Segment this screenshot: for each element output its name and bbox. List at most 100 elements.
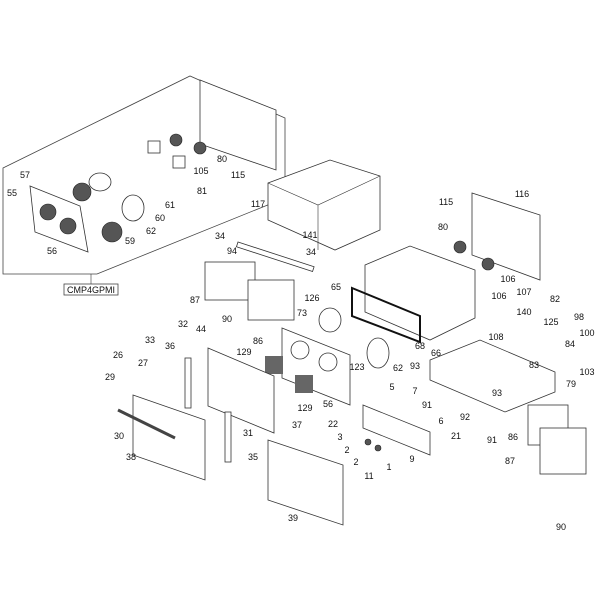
kit-code-box	[63, 283, 119, 296]
callout-label: 125	[543, 317, 558, 327]
rear-panel-115	[471, 192, 541, 281]
callout-label: 86	[253, 336, 263, 346]
callout-label: 80	[438, 222, 448, 232]
fan-panel-56	[29, 185, 89, 253]
grill-129	[265, 356, 283, 374]
callout-label: 92	[460, 412, 470, 422]
shelf-racks-left	[204, 261, 295, 321]
callout-label: 22	[328, 419, 338, 429]
callout-label: 61	[165, 200, 175, 210]
callout-label: 105	[193, 166, 208, 176]
callout-label: 66	[431, 348, 441, 358]
callout-label: 34	[215, 231, 225, 241]
callout-label: 5	[389, 382, 394, 392]
callout-label: 93	[410, 361, 420, 371]
oven-cavity	[364, 245, 476, 341]
callout-label: 30	[114, 431, 124, 441]
inner-door-39	[267, 439, 344, 526]
callout-label: 27	[138, 358, 148, 368]
handle-30	[117, 408, 176, 440]
rail-94	[235, 241, 315, 272]
outer-casing-117	[267, 159, 381, 251]
door-seal-65	[351, 286, 421, 344]
callout-label: 29	[105, 372, 115, 382]
callout-label: 1	[386, 462, 391, 472]
callout-label: 11	[364, 471, 373, 481]
heating-ring	[88, 172, 112, 192]
callout-label: 7	[412, 386, 417, 396]
callout-label: 140	[516, 307, 531, 317]
callout-label: 6	[438, 416, 443, 426]
callout-label: 36	[165, 341, 175, 351]
callout-label: 93	[492, 388, 502, 398]
callout-label: 115	[231, 170, 245, 180]
callout-label: 62	[146, 226, 156, 236]
callout-label: 65	[331, 282, 341, 292]
fan-wheel-59	[101, 221, 123, 243]
motor-80	[169, 133, 183, 147]
callout-label: 84	[565, 339, 575, 349]
motor-80	[193, 141, 207, 155]
outer-door-38	[132, 394, 206, 481]
callout-label: 38	[126, 452, 136, 462]
callout-label: 103	[579, 367, 594, 377]
glass-37	[207, 347, 275, 434]
ring-73	[318, 307, 342, 333]
hinge-35	[224, 411, 232, 463]
callout-label: 107	[516, 287, 531, 297]
callout-label: 62	[393, 363, 403, 373]
callout-label: 129	[236, 347, 251, 357]
callout-label: 68	[415, 341, 425, 351]
base-plate-92	[429, 339, 556, 413]
callout-label: 35	[248, 452, 258, 462]
callout-label: 44	[196, 324, 206, 334]
callout-label: 126	[304, 293, 319, 303]
hinge-36	[184, 357, 192, 409]
callout-label: 59	[125, 236, 135, 246]
callout-label: 82	[550, 294, 560, 304]
callout-label: 56	[323, 399, 333, 409]
callout-label: 116	[515, 189, 529, 199]
callout-label: 90	[556, 522, 566, 532]
callout-label: 2	[344, 445, 349, 455]
callout-label: 60	[155, 213, 165, 223]
ring-62	[366, 337, 390, 369]
callout-label: 117	[251, 199, 265, 209]
callout-label: 141	[302, 230, 317, 240]
callout-label: 87	[190, 295, 200, 305]
callout-label: 34	[306, 247, 316, 257]
callout-label: 100	[579, 328, 594, 338]
fan-wheel	[72, 182, 92, 202]
callout-label: 106	[500, 274, 515, 284]
callout-label: 91	[422, 400, 432, 410]
shelf-racks-right	[527, 404, 587, 475]
callout-label: 87	[505, 456, 515, 466]
motor-80	[453, 240, 467, 254]
callout-label: 73	[297, 308, 307, 318]
grill-129	[295, 375, 313, 393]
callout-label: 106	[491, 291, 506, 301]
callout-label: 90	[222, 314, 232, 324]
callout-label: 37	[292, 420, 302, 430]
rear-panel-115	[199, 79, 277, 171]
control-panel-9	[362, 404, 431, 456]
callout-label: 2	[353, 457, 358, 467]
callout-label: 129	[297, 403, 312, 413]
motor-80	[481, 257, 495, 271]
plate-105	[147, 140, 161, 154]
callout-label: 57	[20, 170, 30, 180]
callout-label: 56	[47, 246, 57, 256]
callout-label: 83	[529, 360, 539, 370]
fan-icon	[39, 203, 57, 221]
callout-label: 32	[178, 319, 188, 329]
callout-label: 81	[197, 186, 207, 196]
heating-ring-62	[121, 194, 145, 222]
callout-label: 86	[508, 432, 518, 442]
callout-label: 26	[113, 350, 123, 360]
callout-label: 55	[7, 188, 17, 198]
callout-label: 123	[349, 362, 364, 372]
callout-label: 21	[451, 431, 461, 441]
callout-label: 115	[439, 197, 453, 207]
